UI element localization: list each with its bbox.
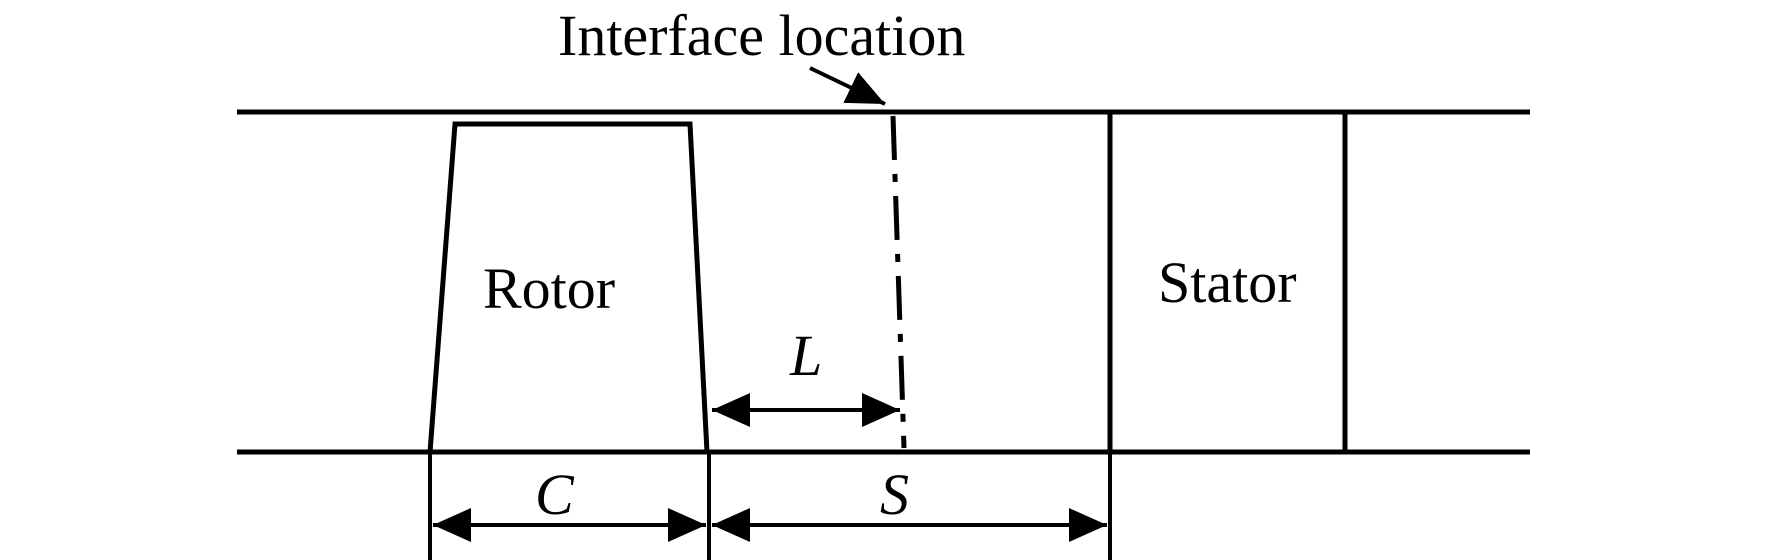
stator-label: Stator [1158, 250, 1297, 315]
rotor-label: Rotor [483, 256, 615, 321]
interface-line [890, 115, 907, 449]
dimension-label-s: S [880, 462, 909, 527]
dimension-label-l: L [789, 323, 822, 388]
interface-location-label: Interface location [558, 3, 965, 68]
rotor-outline [427, 121, 710, 453]
dimension-label-c: C [535, 462, 575, 527]
interface-pointer-arrow [809, 66, 886, 106]
